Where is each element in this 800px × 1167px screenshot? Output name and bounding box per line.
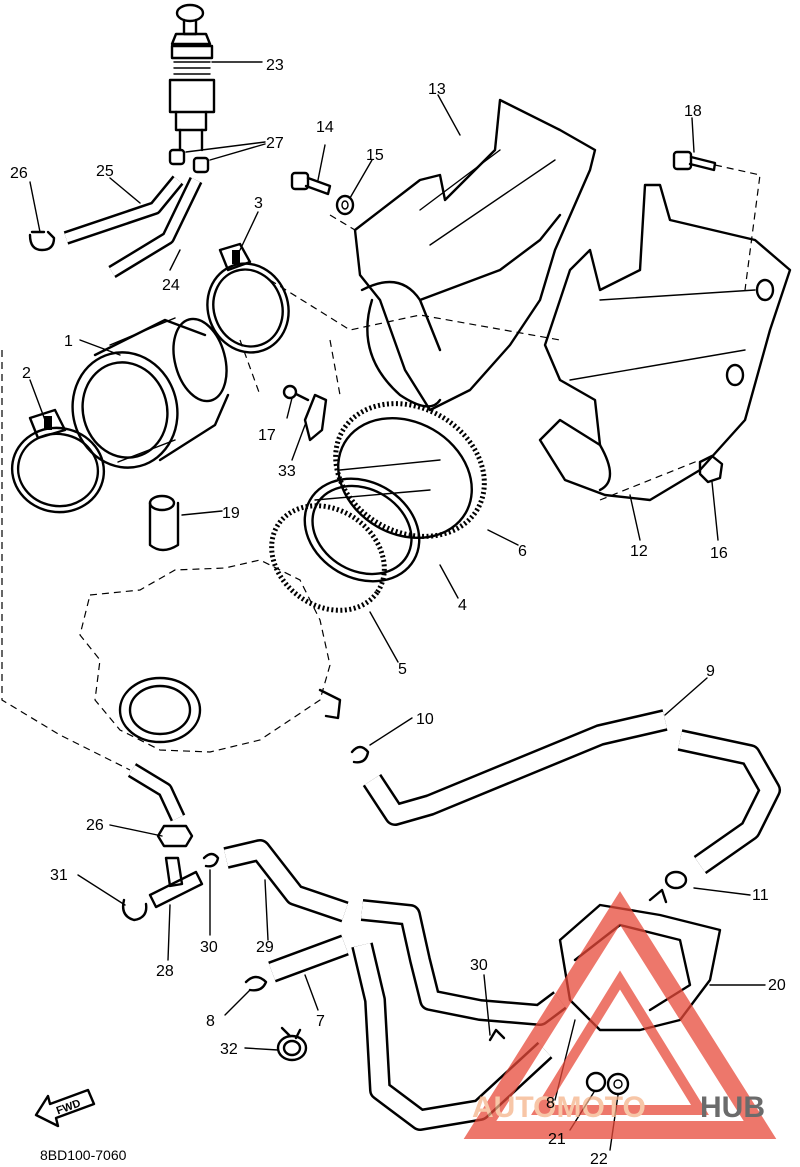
- part-12-air-filter-cover: [538, 183, 792, 502]
- callout-2: 2: [22, 365, 31, 382]
- part-21-nut: [585, 1071, 607, 1093]
- callout-26b: 26: [86, 817, 104, 834]
- part-26-clamp-upper: [28, 230, 56, 252]
- left-long-hose: [1, 350, 186, 822]
- callout-23: 23: [266, 57, 284, 74]
- callout-20: 20: [768, 977, 786, 994]
- callout-10: 10: [416, 711, 434, 728]
- part-2-hose-clamp: [10, 408, 106, 514]
- callout-25: 25: [96, 163, 114, 180]
- part-32-clamp: [276, 1026, 308, 1062]
- leader-lines: [29, 61, 766, 1151]
- callout-5: 5: [398, 661, 407, 678]
- callout-12: 12: [630, 543, 648, 560]
- part-26-clamp-lower: [156, 824, 194, 848]
- callout-33: 33: [278, 463, 296, 480]
- fwd-arrow: FWD: [34, 1088, 96, 1128]
- part-17-screw: [282, 384, 310, 402]
- callout-8b: 8: [546, 1095, 555, 1112]
- callout-7: 7: [316, 1013, 325, 1030]
- watermark: AUTOMOTO HUB: [463, 891, 777, 1139]
- callout-28: 28: [156, 963, 174, 980]
- part-1-intake-boot: [71, 317, 230, 469]
- watermark-triangle-inner: [531, 970, 709, 1115]
- diagram-code: 8BD100-7060: [40, 1147, 127, 1163]
- callout-30a: 30: [200, 939, 218, 956]
- callout-14: 14: [316, 119, 334, 136]
- part-24-hose: [108, 176, 203, 278]
- part-22-washer: [606, 1072, 630, 1096]
- callout-1: 1: [64, 333, 73, 350]
- callout-24: 24: [162, 277, 180, 294]
- part-28-t-joint: [148, 856, 204, 909]
- part-14-bolt: [290, 171, 332, 196]
- callout-6: 6: [518, 543, 527, 560]
- callout-8a: 8: [206, 1013, 215, 1030]
- part-6-filter-joint: [333, 401, 487, 540]
- callout-22: 22: [590, 1151, 608, 1167]
- callout-9: 9: [706, 663, 715, 680]
- engine-outline: [79, 559, 342, 753]
- part-27-clips: [168, 148, 210, 174]
- part-4-air-filter-joint: [303, 459, 441, 583]
- callout-16a: 16: [710, 545, 728, 562]
- dashed-guides: [239, 164, 761, 501]
- callout-19: 19: [222, 505, 240, 522]
- callout-13: 13: [428, 81, 446, 98]
- part-13-air-filter-case: [353, 98, 597, 412]
- callout-31: 31: [50, 867, 68, 884]
- part-3-hose-clamp: [206, 242, 290, 354]
- part-11-clip: [664, 870, 688, 890]
- callout-3: 3: [254, 195, 263, 212]
- callout-30b: 30: [470, 957, 488, 974]
- part-18-bolt: [672, 150, 717, 172]
- part-29-hose: [223, 839, 567, 1026]
- part-25-hose: [63, 175, 184, 245]
- callout-17: 17: [258, 427, 276, 444]
- callout-18: 18: [684, 103, 702, 120]
- part-30-clips: [202, 852, 506, 1042]
- part-8-clip: [244, 975, 268, 992]
- callout-21: 21: [548, 1131, 566, 1148]
- part-23-breather-valve: [168, 3, 216, 152]
- part-15-washer: [335, 194, 355, 216]
- callout-11: 11: [752, 887, 769, 904]
- part-33-clip: [303, 393, 328, 442]
- part-16-nut: [698, 454, 724, 484]
- watermark-text-hub: HUB: [700, 1091, 765, 1124]
- callout-4: 4: [458, 597, 467, 614]
- callout-27: 27: [266, 135, 284, 152]
- part-10-clip: [350, 745, 370, 764]
- callout-29: 29: [256, 939, 274, 956]
- callout-26a: 26: [10, 165, 28, 182]
- callout-15: 15: [366, 147, 384, 164]
- callout-32: 32: [220, 1041, 238, 1058]
- callout-labels: 1 2 3 4 5 6 7 8 8 9 10 11 12 13 14 15 16…: [10, 57, 786, 1167]
- watermark-text-automoto: AUTOMOTO: [472, 1091, 646, 1124]
- part-9-hose: [362, 709, 781, 875]
- watermark-triangle-outer: [463, 891, 777, 1139]
- part-5-band: [269, 503, 387, 613]
- part-19-cap: [148, 494, 180, 552]
- part-31-clamp: [121, 898, 148, 922]
